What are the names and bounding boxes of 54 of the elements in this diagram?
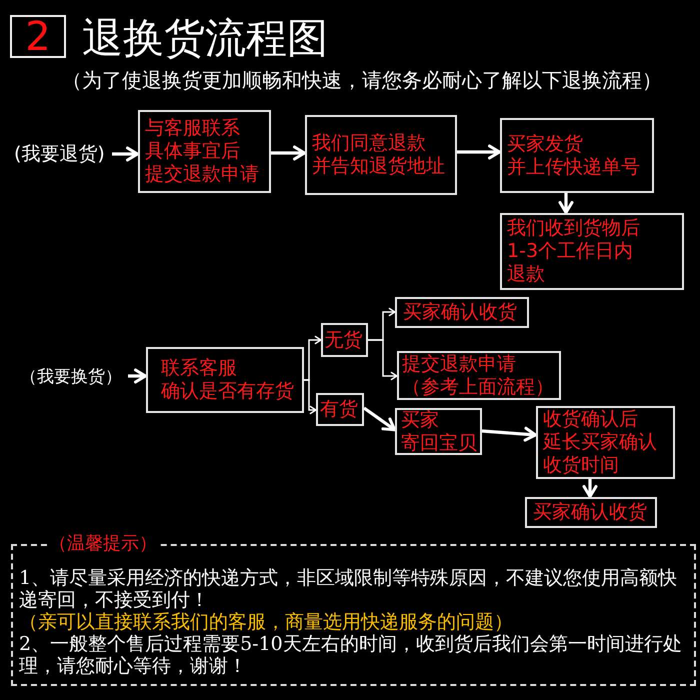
step-text: 收货确认后: [543, 408, 638, 432]
process-box: [395, 408, 482, 455]
step-text: 1-3个工作日内: [507, 240, 634, 263]
start-label: (我要退货): [14, 141, 112, 167]
step-text: 具体事宜后: [145, 140, 240, 163]
arrow: [457, 144, 501, 160]
arrow: [582, 479, 598, 498]
note-text: 2、一般整个售后过程需要5-10天左右的时间，收到货后我们会第一时间进行处理，请您耐心等待，谢谢！: [19, 633, 683, 677]
process-box: [536, 406, 675, 479]
process-box: [500, 213, 684, 290]
branch-box: [316, 393, 364, 426]
step-number: 2: [25, 16, 51, 56]
step-text: 并上传快递单号: [507, 156, 640, 178]
step-text: 退款: [507, 262, 545, 286]
step-text: 联系客服: [161, 357, 237, 380]
process-box: [395, 297, 529, 328]
page-title: 退换货流程图: [82, 14, 328, 64]
step-text: 提交退款申请: [402, 352, 516, 376]
step-text: 寄回宝贝: [401, 432, 477, 454]
arrow: [482, 426, 537, 442]
step-text: 提交退款申请: [145, 162, 259, 186]
step-text: 并告知退货地址: [312, 155, 445, 178]
step-text: 与客服联系: [145, 117, 240, 140]
step-text: 收货时间: [543, 454, 619, 477]
process-box: [397, 351, 561, 400]
step-text: 我们收到货物后: [507, 217, 640, 240]
note-text: 1、请尽量采用经济的快递方式，非区域限制等特殊原因，不建议您使用高额快递寄回，不接受到付！: [19, 567, 678, 611]
arrow: [558, 193, 574, 214]
step-text: 我们同意退款: [312, 132, 426, 155]
subtitle: （为了使退换货更加顺畅和快速，请您务必耐心了解以下退换流程）: [62, 68, 662, 92]
branch-box: [321, 323, 368, 357]
process-box: [305, 115, 457, 195]
process-box: [138, 110, 271, 193]
process-box: [525, 497, 657, 528]
step-text: （参考上面流程）: [402, 376, 554, 398]
step-text: 确认是否有存货: [161, 380, 294, 403]
arrow: [368, 339, 398, 380]
branch-label: 有货: [320, 398, 358, 421]
step-text: 买家确认收货: [533, 501, 647, 524]
arrow: [271, 146, 306, 160]
note-highlight: （亲可以直接联系我们的客服，商量选用快递服务的问题）: [19, 611, 514, 633]
branch-label: 无货: [324, 328, 362, 352]
arrow: [304, 379, 317, 414]
arrow: [363, 406, 396, 432]
step-text: 延长买家确认: [543, 431, 657, 454]
number-frame: [10, 15, 66, 58]
step-text: 买家确认收货: [403, 301, 517, 324]
step-text: 买家发货: [507, 132, 583, 156]
step-text: 买家: [401, 408, 439, 432]
arrow: [128, 368, 147, 384]
start-label: （我要换货）: [20, 363, 128, 389]
process-box: [500, 118, 654, 193]
arrow: [112, 146, 139, 162]
process-box: [146, 347, 304, 413]
